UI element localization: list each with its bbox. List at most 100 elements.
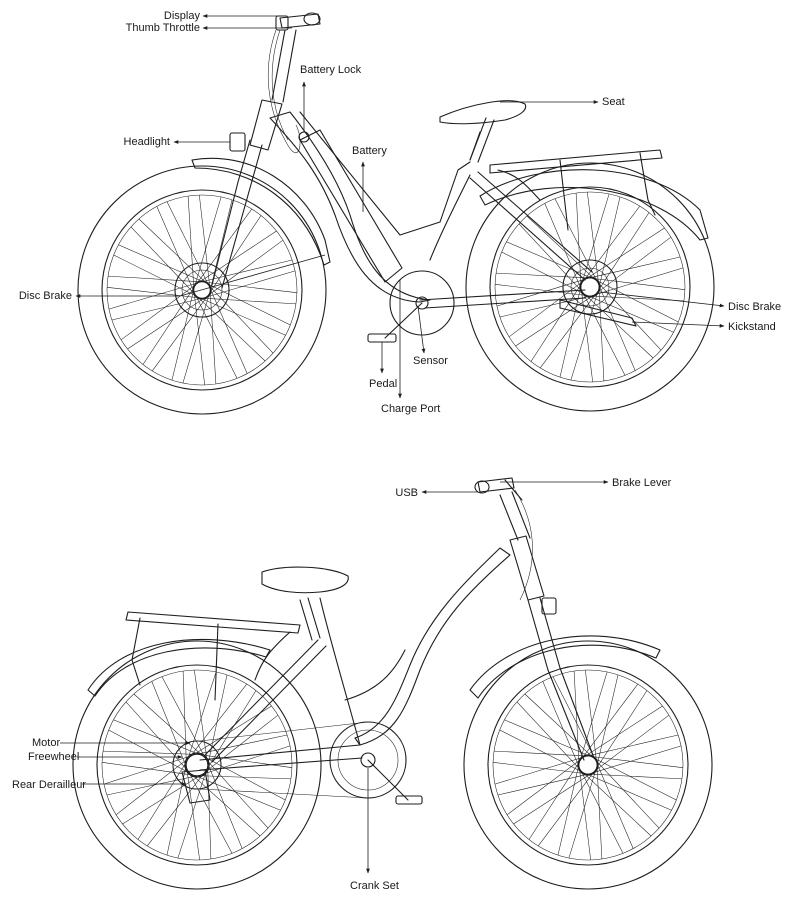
top-saddle [439,100,527,125]
wheel-spoke [589,714,670,776]
wheel-spoke [577,764,624,854]
wheel-spoke [192,196,222,292]
wheel-spoke [585,669,598,769]
label-rear-derailleur: Rear Derailleur [12,779,86,791]
wheel-spoke [198,281,298,293]
wheel-spoke [108,280,204,310]
wheel-spoke [108,729,198,778]
bottom-head-tube [509,535,545,601]
wheel-spoke [494,754,590,785]
wheel-spoke [161,676,210,766]
wheel-spoke [586,745,682,776]
wheel-spoke [593,277,662,351]
top-battery [299,129,403,283]
wheel-spoke [199,194,211,294]
wheel-spoke [544,203,584,295]
bottom-usb-port [474,480,490,494]
wheel-spoke [206,215,262,298]
wheel-spoke [200,270,296,300]
wheel-spoke [193,286,205,386]
wheel-spoke [187,195,195,295]
wheel-spoke [189,734,288,757]
top-chainstay [419,289,586,309]
wheel-spoke [579,205,641,286]
top-kickstand [559,299,637,327]
label-usb: USB [395,487,418,499]
wheel-spoke [194,230,277,286]
wheel-spoke [596,759,603,860]
top-front-wheel [77,165,327,415]
wheel-spoke [137,754,192,840]
wheel-spoke [589,276,679,323]
bottom-pedal [395,795,423,805]
wheel-spoke [595,674,619,772]
label-freewheel: Freewheel [28,751,79,763]
wheel-spoke [177,762,210,859]
bottom-callouts: USB Brake Lever Motor Freewheel Rear Der… [12,477,672,892]
wheel-spoke [587,754,677,801]
wheel-spoke [122,770,208,825]
top-battery-lock [298,131,310,143]
wheel-spoke [497,772,595,796]
wheel-spoke [196,259,293,284]
wheel-spoke [184,683,248,764]
label-kickstand: Kickstand [728,321,776,333]
wheel-spoke [524,693,598,762]
wheel-spoke [204,281,274,354]
wheel-spoke [142,282,198,365]
wheel-spoke [493,750,594,757]
bottom-fork [527,597,595,761]
top-seatstay [469,171,593,281]
wheel-spoke [156,206,197,298]
bottom-rear-derailleur [181,769,211,804]
wheel-spoke [594,757,634,849]
wheel-spoke [166,757,189,856]
bottom-chainstay [199,744,363,771]
label-display: Display [164,10,201,22]
wheel-spoke [190,775,292,780]
bottom-front-fender [469,635,661,699]
wheel-spoke [151,681,190,775]
top-frame [269,111,431,303]
wheel-spoke [581,227,665,283]
label-crank-set: Crank Set [350,880,399,892]
wheel-spoke [118,244,210,285]
wheel-spoke [130,226,200,299]
wheel-spoke [186,705,272,760]
wheel-spoke [578,768,652,837]
wheel-spoke [557,758,581,856]
wheel-spoke [106,287,206,299]
wheel-spoke [559,280,583,378]
wheel-spoke [193,292,266,362]
top-front-fender [191,157,331,266]
bottom-saddle [261,566,349,594]
wheel-spoke [187,772,281,811]
wheel-spoke [586,277,686,290]
wheel-spoke [196,752,286,801]
wheel-spoke [194,745,291,778]
wheel-spoke [185,768,261,837]
label-brake-lever: Brake Lever [612,477,672,489]
top-rear-fender [479,169,709,241]
wheel-spoke [579,286,626,376]
wheel-spoke [171,284,196,381]
wheel-spoke [192,208,253,289]
wheel-spoke [106,773,205,796]
wheel-spoke [185,760,200,861]
wheel-spoke [584,295,685,302]
wheel-spoke [516,701,585,775]
wheel-spoke [554,198,601,288]
wheel-spoke [573,670,580,771]
wheel-spoke [103,752,200,785]
bottom-headlight [541,597,557,615]
top-front-disc-rotor [174,262,230,318]
wheel-spoke [508,276,589,338]
wheel-spoke [515,291,599,347]
wheel-spoke [182,288,212,384]
wheel-spoke [506,241,598,281]
wheel-spoke [166,201,212,291]
wheel-spoke [577,683,639,764]
wheel-spoke [113,254,203,300]
wheel-spoke [568,763,599,859]
wheel-spoke [125,701,194,777]
